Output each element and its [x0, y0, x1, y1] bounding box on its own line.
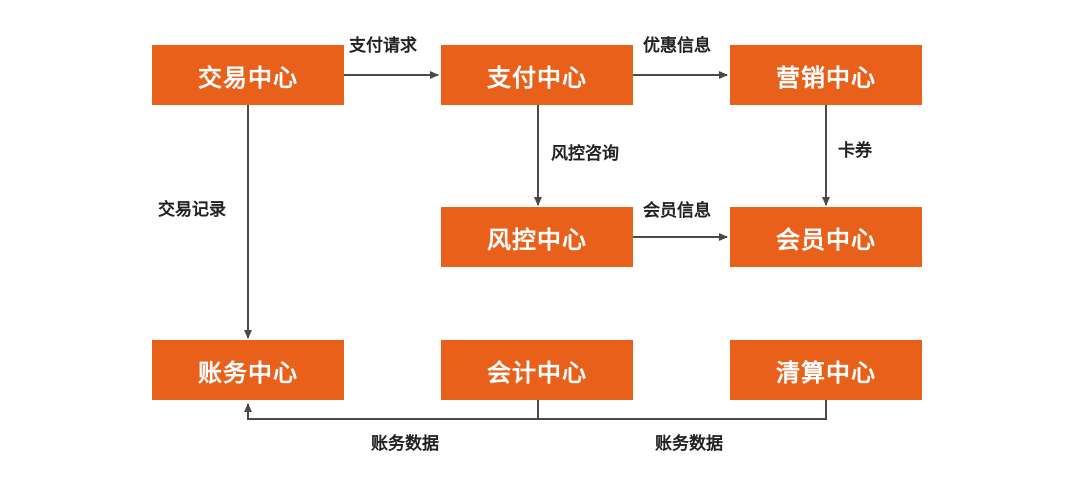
label-payment-to-marketing: 优惠信息 — [643, 36, 711, 56]
node-clearing-center: 清算中心 — [730, 340, 922, 400]
node-account-center: 账务中心 — [152, 340, 344, 400]
label-payment-to-risk: 风控咨询 — [551, 144, 619, 164]
node-risk-center: 风控中心 — [441, 207, 633, 267]
node-member-center: 会员中心 — [730, 207, 922, 267]
label-accounting-to-account: 账务数据 — [371, 434, 439, 454]
node-accounting-center: 会计中心 — [441, 340, 633, 400]
node-trade-center: 交易中心 — [152, 45, 344, 105]
label-trade-to-account: 交易记录 — [158, 200, 226, 220]
label-risk-to-member: 会员信息 — [643, 201, 711, 221]
label-marketing-to-member: 卡券 — [838, 141, 872, 161]
label-clearing-to-account: 账务数据 — [655, 434, 723, 454]
node-payment-center: 支付中心 — [441, 45, 633, 105]
node-marketing-center: 营销中心 — [730, 45, 922, 105]
label-trade-to-payment: 支付请求 — [349, 36, 417, 56]
